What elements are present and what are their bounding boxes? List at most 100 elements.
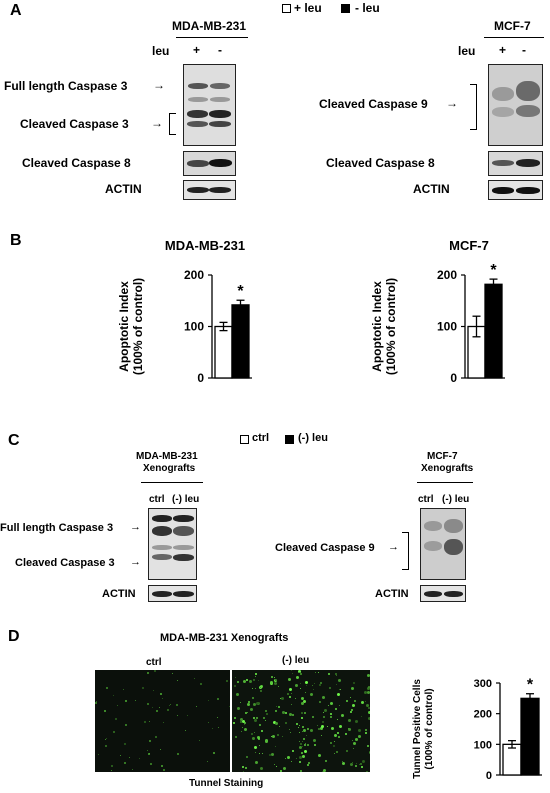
fluorescent-spot <box>172 673 173 674</box>
d-img2-label: (-) leu <box>282 655 310 666</box>
fluorescent-spot <box>274 682 277 685</box>
a-left-lane2: - <box>218 43 222 57</box>
a-right-actin-blot <box>488 180 543 200</box>
fluorescent-spot <box>270 681 273 684</box>
fluorescent-spot <box>330 713 332 715</box>
fluorescent-spot <box>305 743 306 744</box>
fluorescent-spot <box>247 712 248 713</box>
fluorescent-spot <box>289 713 292 716</box>
fluorescent-spot <box>358 729 361 732</box>
fluorescent-spot <box>368 707 370 709</box>
a-left-casp3-blot <box>183 64 236 146</box>
fluorescent-spot <box>302 755 305 758</box>
fluorescent-spot <box>241 731 242 732</box>
fluorescent-spot <box>242 727 243 728</box>
fluorescent-spot <box>289 729 290 730</box>
a-right-lane1: + <box>499 43 507 57</box>
c-left-lane1: ctrl <box>149 494 165 505</box>
fluorescent-spot <box>259 753 260 754</box>
fluorescent-spot <box>314 744 316 746</box>
c-left-title1: MDA-MB-231 <box>136 451 198 462</box>
fluorescent-spot <box>111 765 113 767</box>
fluorescent-spot <box>295 684 298 687</box>
fluorescent-spot <box>254 746 257 749</box>
fluorescent-spot <box>351 709 353 711</box>
fluorescent-spot <box>319 701 321 703</box>
fluorescent-spot <box>308 762 310 764</box>
a-bracket-cleaved-casp9 <box>470 84 477 130</box>
fluorescent-spot <box>235 736 237 738</box>
fluorescent-spot <box>354 700 356 702</box>
fluorescent-spot <box>243 680 246 683</box>
fluorescent-spot <box>251 733 253 735</box>
fluorescent-spot <box>348 728 351 731</box>
fluorescent-spot <box>307 764 309 766</box>
fluorescent-spot <box>305 681 308 684</box>
fluorescent-spot <box>229 706 230 707</box>
fluorescent-spot <box>339 725 342 728</box>
fluorescent-spot <box>365 732 367 734</box>
fluorescent-spot <box>177 680 178 681</box>
fluorescent-spot <box>340 689 341 690</box>
fluorescent-spot <box>243 771 244 772</box>
fluorescent-spot <box>355 720 358 723</box>
fluorescent-spot <box>154 670 156 672</box>
a-right-title-underline <box>484 37 544 38</box>
fluorescent-spot <box>299 756 302 759</box>
fluorescent-spot <box>291 704 292 705</box>
fluorescent-spot <box>245 767 247 769</box>
fluorescent-spot <box>336 675 337 676</box>
fluorescent-spot <box>368 711 370 714</box>
fluorescent-spot <box>255 688 256 689</box>
fluorescent-spot <box>331 727 334 730</box>
fluorescent-spot <box>353 682 355 684</box>
fluorescent-spot <box>301 717 303 719</box>
fluorescent-spot <box>285 712 287 714</box>
fluorescent-spot <box>307 744 309 746</box>
fluorescent-spot <box>233 722 235 724</box>
bar-0 <box>502 743 522 776</box>
fluorescent-spot <box>313 689 314 690</box>
fluorescent-spot <box>287 756 290 759</box>
fluorescent-spot <box>304 750 307 753</box>
fluorescent-spot <box>237 707 240 710</box>
y-axis-label-line1: Apoptotic Index <box>117 281 131 372</box>
a-left-casp8-blot <box>183 151 236 176</box>
fluorescent-spot <box>342 761 343 762</box>
fluorescent-spot <box>346 750 348 752</box>
y-axis-label-line1: Apoptotic Index <box>370 281 384 372</box>
panel-a-letter: A <box>10 2 22 19</box>
fluorescent-spot <box>213 752 215 754</box>
fluorescent-spot <box>269 754 271 756</box>
fluorescent-spot <box>298 670 301 673</box>
fluorescent-spot <box>317 725 318 726</box>
fluorescent-spot <box>306 735 307 736</box>
fluorescent-spot <box>360 763 362 765</box>
a-left-label-actin: ACTIN <box>105 182 142 196</box>
c-left-casp3-blot <box>148 508 197 580</box>
fluorescent-spot <box>302 731 303 732</box>
y-axis-label-line2: (100% of control) <box>424 688 435 769</box>
fluorescent-spot <box>260 690 262 692</box>
fluorescent-spot <box>152 707 153 708</box>
fluorescent-spot <box>291 693 292 694</box>
fluorescent-spot <box>226 680 228 682</box>
fluorescent-spot <box>296 676 299 679</box>
fluorescent-spot <box>147 703 149 705</box>
fluorescent-spot <box>281 697 284 700</box>
fluorescent-spot <box>301 712 303 714</box>
fluorescent-spot <box>207 761 208 762</box>
fluorescent-spot <box>336 684 337 685</box>
a-right-label-cleaved-casp9: Cleaved Caspase 9 <box>319 97 428 111</box>
y-tick-label: 0 <box>486 770 492 782</box>
fluorescent-spot <box>273 721 276 724</box>
fluorescent-spot <box>328 673 330 675</box>
bar-0 <box>214 325 233 379</box>
fluorescent-spot <box>319 684 321 686</box>
fluorescent-spot <box>369 751 370 754</box>
fluorescent-spot <box>194 678 195 679</box>
legend-plus-leu: + leu <box>294 1 322 15</box>
a-arrow-cleaved-casp9: → <box>446 96 458 110</box>
fluorescent-spot <box>302 741 303 742</box>
fluorescent-spot <box>262 753 263 754</box>
